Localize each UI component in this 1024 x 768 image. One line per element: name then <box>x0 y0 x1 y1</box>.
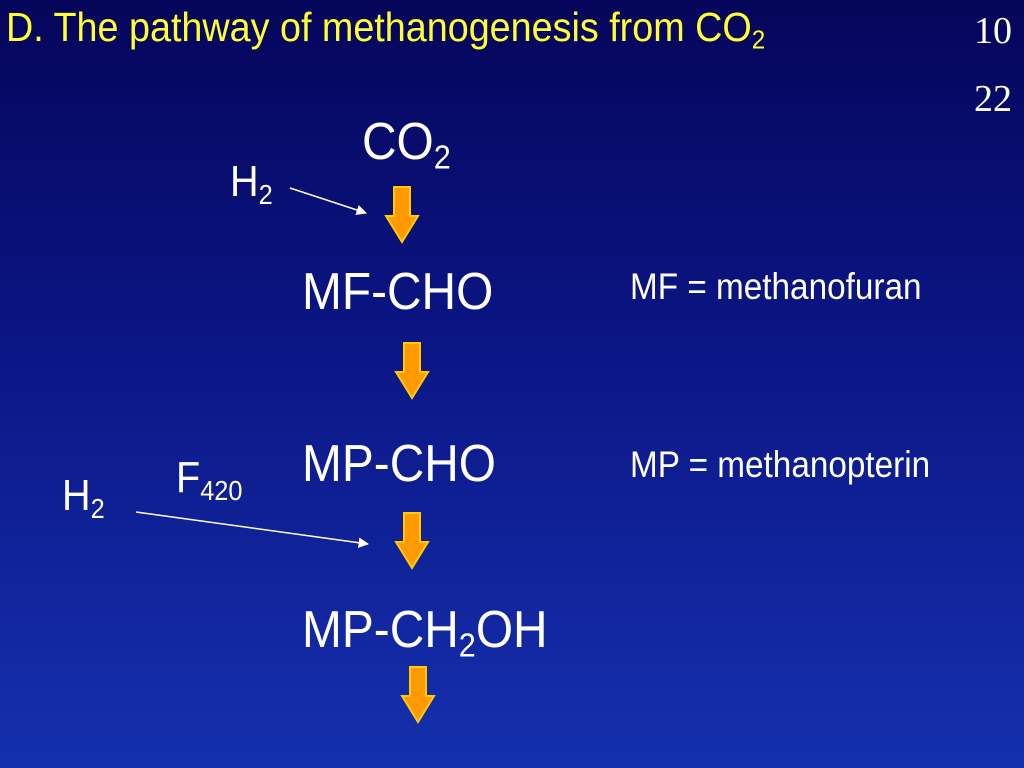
definition-mp: MP = methanopterin <box>630 444 931 485</box>
slide-title: D. The pathway of methanogenesis from CO… <box>6 4 765 52</box>
cofactor-h2-first-main: H <box>230 157 259 206</box>
molecule-co2-sub: 2 <box>433 139 451 177</box>
molecule-mp-ch2oh-sub: 2 <box>458 627 476 665</box>
cofactor-h2-second-main: H <box>62 471 91 520</box>
molecule-mp-ch2oh-part2: OH <box>475 601 548 659</box>
molecule-mp-ch2oh-part1: MP-CH <box>302 601 459 659</box>
cofactor-f420-main: F <box>176 453 201 502</box>
down-arrow-icon <box>394 342 430 400</box>
cofactor-f420-sub: 420 <box>200 474 243 506</box>
molecule-mp-ch2oh: MP-CH2OH <box>302 601 548 662</box>
down-arrow-icon <box>394 512 430 570</box>
slide-number-line1: 10 <box>974 10 1012 52</box>
cofactor-h2-second: H2 <box>62 471 105 523</box>
cofactor-h2-first: H2 <box>230 157 273 209</box>
down-arrow-icon <box>384 186 420 244</box>
thin-arrow-icon <box>135 511 370 548</box>
thin-arrow-icon <box>289 187 367 216</box>
cofactor-h2-second-sub: 2 <box>90 492 105 524</box>
slide-title-text: D. The pathway of methanogenesis from CO <box>6 4 752 50</box>
slide-title-subscript: 2 <box>751 24 766 55</box>
molecule-mp-cho: MP-CHO <box>302 435 497 493</box>
definition-mf: MF = methanofuran <box>630 266 922 307</box>
cofactor-h2-first-sub: 2 <box>258 178 273 210</box>
molecule-mf-cho: MF-CHO <box>302 263 494 321</box>
molecule-co2: CO2 <box>362 113 451 174</box>
molecule-co2-main: CO <box>362 113 434 171</box>
down-arrow-icon <box>400 666 436 724</box>
cofactor-f420: F420 <box>176 453 242 505</box>
slide-number-line2: 22 <box>974 78 1012 120</box>
